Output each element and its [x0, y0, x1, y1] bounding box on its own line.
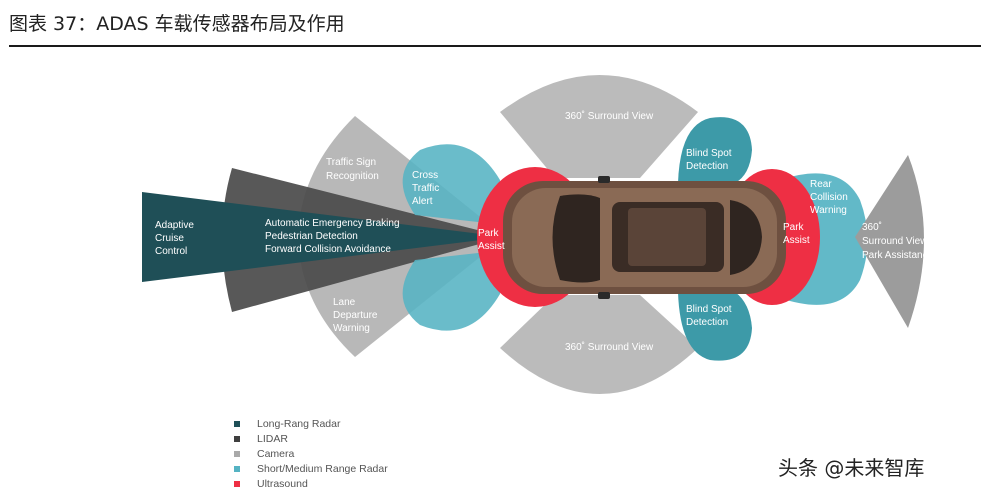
legend-label: Short/Medium Range Radar: [257, 463, 388, 475]
lane-departure-line-3: Warning: [333, 323, 370, 334]
rear-collision-line-2: Collision: [810, 192, 848, 203]
legend-swatch: [234, 436, 240, 442]
legend-swatch: [234, 466, 240, 472]
lane-departure-line-2: Departure: [333, 310, 378, 321]
rear-surround-line-1: 360˚: [862, 221, 882, 233]
legend-item-long-range-radar: Long-Rang Radar: [234, 416, 388, 431]
source-watermark: 头条 @未来智库: [778, 452, 924, 481]
park-assist-rear-line-1: Park: [783, 222, 805, 233]
traffic-sign-line-1: Traffic Sign: [326, 157, 376, 168]
legend-label: Camera: [257, 448, 294, 460]
park-assist-front-line-1: Park: [478, 228, 500, 239]
legend-swatch: [234, 451, 240, 457]
rear-collision-line-1: Rear: [810, 179, 832, 190]
blind-spot-top-line-2: Detection: [686, 161, 728, 172]
park-assist-front-line-2: Assist: [478, 241, 505, 252]
legend-swatch: [234, 481, 240, 487]
front-function-2: Pedestrian Detection: [265, 231, 358, 242]
traffic-sign-line-2: Recognition: [326, 171, 379, 182]
blind-spot-bottom-line-2: Detection: [686, 317, 728, 328]
adaptive-cruise-line-3: Control: [155, 246, 187, 257]
legend-item-short-medium-radar: Short/Medium Range Radar: [234, 462, 388, 477]
rear-surround-line-3: Park Assistance: [862, 250, 934, 261]
park-assist-rear-line-2: Assist: [783, 235, 810, 246]
legend-item-lidar: LIDAR: [234, 431, 388, 446]
blind-spot-top-line-1: Blind Spot: [686, 148, 732, 159]
label-surround-view-bottom: 360˚ Surround View: [565, 341, 654, 353]
cross-traffic-line-2: Traffic: [412, 183, 439, 194]
adaptive-cruise-line-2: Cruise: [155, 233, 184, 244]
front-function-3: Forward Collision Avoidance: [265, 244, 391, 255]
car-top-view: [503, 176, 786, 299]
sensor-legend: Long-Rang Radar LIDAR Camera Short/Mediu…: [234, 416, 388, 492]
surround-view-top-zone: [500, 75, 698, 178]
label-surround-view-top: 360˚ Surround View: [565, 110, 654, 122]
legend-item-ultrasound: Ultrasound: [234, 477, 388, 492]
legend-swatch: [234, 421, 240, 427]
adaptive-cruise-line-1: Adaptive: [155, 220, 194, 231]
cross-traffic-line-1: Cross: [412, 170, 438, 181]
rear-collision-line-3: Warning: [810, 205, 847, 216]
blind-spot-bottom-line-1: Blind Spot: [686, 304, 732, 315]
legend-label: Ultrasound: [257, 478, 308, 490]
rear-surround-line-2: Surround View: [862, 236, 928, 247]
cross-traffic-line-3: Alert: [412, 196, 433, 207]
legend-label: Long-Rang Radar: [257, 418, 340, 430]
lane-departure-line-1: Lane: [333, 297, 356, 308]
front-function-1: Automatic Emergency Braking: [265, 218, 400, 229]
legend-item-camera: Camera: [234, 446, 388, 461]
legend-label: LIDAR: [257, 433, 288, 445]
